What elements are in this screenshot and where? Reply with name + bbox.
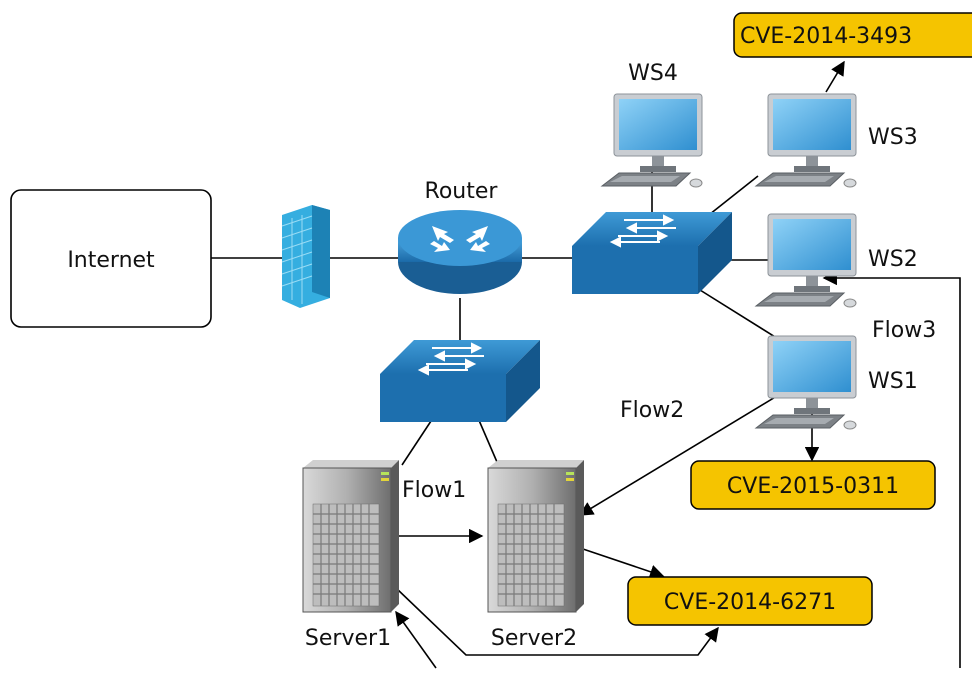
ws3-to-cve-3493 [825, 60, 845, 93]
server2-to-cve-6271 [579, 547, 665, 579]
ws2-label: WS2 [868, 247, 918, 272]
top-switch-icon [571, 211, 733, 295]
server1-label: Server1 [305, 626, 391, 651]
internet-label: Internet [67, 248, 155, 273]
cve-2014-3493-badge: CVE-2014-3493 [733, 12, 972, 58]
server2-icon [487, 459, 585, 613]
cve-3493-label: CVE-2014-3493 [740, 24, 912, 49]
cve-2015-0311-badge: CVE-2015-0311 [690, 460, 936, 510]
flow3-arrow [822, 270, 961, 668]
flow-arrows [395, 60, 961, 669]
ws1-label: WS1 [868, 369, 918, 394]
ws1-icon [755, 335, 857, 430]
flow2-arrow [578, 392, 783, 516]
flow1-label: Flow1 [402, 478, 466, 503]
server1-to-cve-6271 [395, 587, 719, 656]
ws3-icon [755, 93, 857, 188]
ws4-icon [601, 93, 703, 188]
server1-icon [302, 459, 400, 613]
ws3-label: WS3 [868, 125, 918, 150]
cve-0311-label: CVE-2015-0311 [727, 474, 899, 499]
flow3-label: Flow3 [872, 318, 936, 343]
firewall-icon [281, 205, 330, 308]
ws4-label: WS4 [628, 61, 678, 86]
cve-6271-label: CVE-2014-6271 [664, 590, 836, 615]
server1-to-bottom [395, 610, 437, 669]
flow2-label: Flow2 [620, 398, 684, 423]
cve-2014-6271-badge: CVE-2014-6271 [627, 576, 873, 626]
server2-label: Server2 [491, 626, 577, 651]
router-icon [398, 210, 522, 294]
bottom-switch-icon [379, 339, 541, 423]
router-label: Router [425, 179, 499, 204]
internet-node: Internet [10, 189, 212, 328]
ws2-icon [755, 213, 857, 308]
